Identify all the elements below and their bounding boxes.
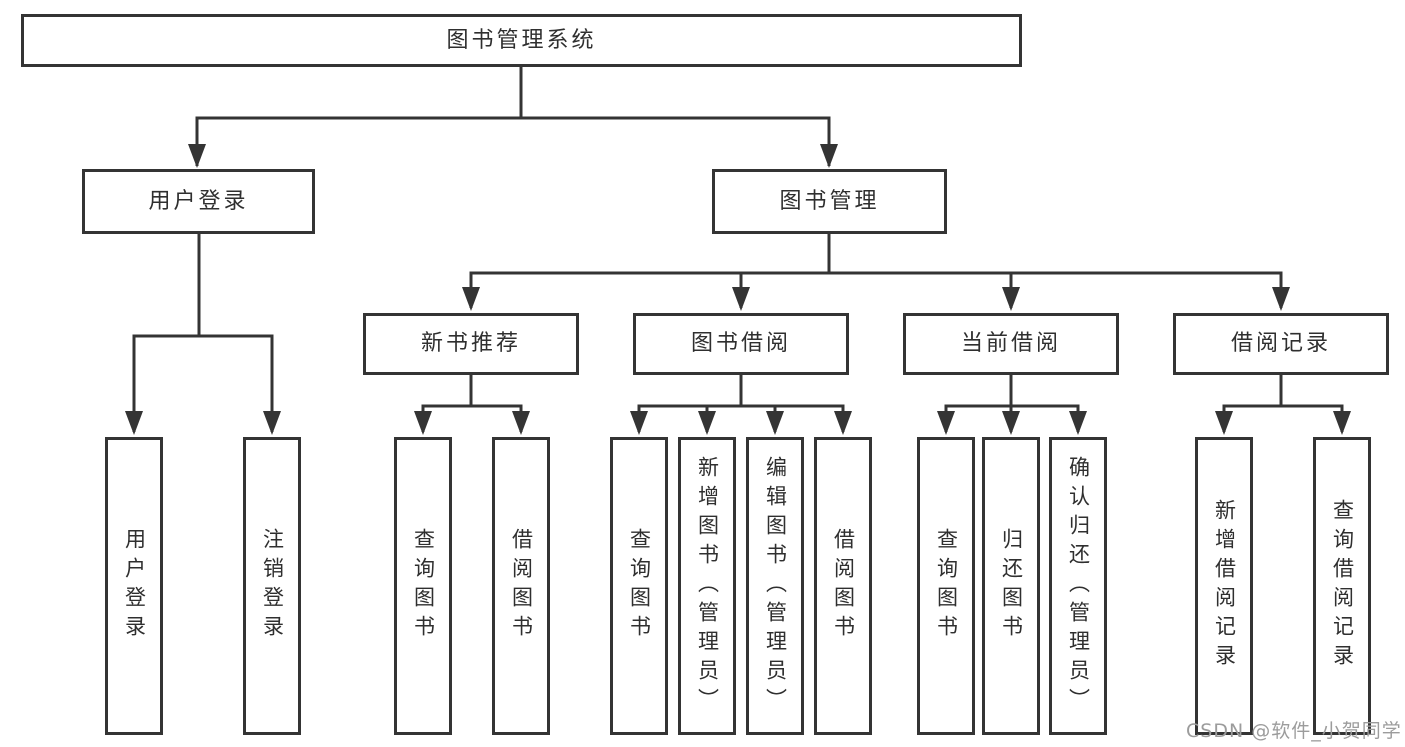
node-borrowing-records: 借阅记录 [1173,313,1389,375]
node-label: 编辑图书（管理员） [763,455,788,717]
node-label: 注销登录 [260,528,285,644]
node-label: 查询借阅记录 [1330,499,1355,673]
node-label: 查询图书 [934,528,959,644]
node-label: 图书借阅 [690,331,791,356]
node-label: 用户登录 [122,528,147,644]
connector-user-login-children [125,233,281,435]
node-return-books: 归还图书 [982,437,1040,735]
node-current-borrowing: 当前借阅 [903,313,1119,375]
connector-book-management-children [462,232,1290,311]
node-label: 借阅图书 [509,528,534,644]
node-label: 新书推荐 [420,331,521,356]
node-add-borrow-record: 新增借阅记录 [1195,437,1253,735]
node-label: 查询图书 [627,528,652,644]
connector-book-borrowing-children [630,374,852,435]
node-label: 借阅记录 [1230,331,1331,356]
node-label: 图书管理系统 [446,27,597,53]
node-new-book-recommendation: 新书推荐 [363,313,579,375]
node-query-books-borrow: 查询图书 [610,437,668,735]
node-label: 借阅图书 [831,528,856,644]
node-user-login-leaf: 用户登录 [105,437,163,735]
node-logout: 注销登录 [243,437,301,735]
node-label: 新增图书（管理员） [695,455,720,717]
node-borrow-books: 借阅图书 [814,437,872,735]
node-label: 归还图书 [999,528,1024,644]
node-label: 确认归还（管理员） [1066,455,1091,717]
node-book-borrowing: 图书借阅 [633,313,849,375]
node-label: 用户登录 [148,188,249,214]
node-confirm-return-admin: 确认归还（管理员） [1049,437,1107,735]
node-label: 当前借阅 [960,331,1061,356]
node-root: 图书管理系统 [21,14,1022,67]
csdn-watermark: CSDN @软件_小贺同学 [1186,720,1402,742]
node-query-books-current: 查询图书 [917,437,975,735]
node-user-login: 用户登录 [82,169,315,234]
node-book-management: 图书管理 [712,169,947,234]
node-add-books-admin: 新增图书（管理员） [678,437,736,735]
node-label: 图书管理 [779,188,880,214]
node-label: 新增借阅记录 [1212,499,1237,673]
node-query-books-recommend: 查询图书 [394,437,452,735]
node-edit-books-admin: 编辑图书（管理员） [746,437,804,735]
connector-borrowing-records-children [1215,374,1351,435]
connector-current-borrowing-children [937,374,1087,435]
node-borrow-books-recommend: 借阅图书 [492,437,550,735]
node-label: 查询图书 [411,528,436,644]
connector-new-book-recommendation-children [414,374,530,435]
node-query-borrow-record: 查询借阅记录 [1313,437,1371,735]
connector-root-to-level2 [188,67,838,168]
